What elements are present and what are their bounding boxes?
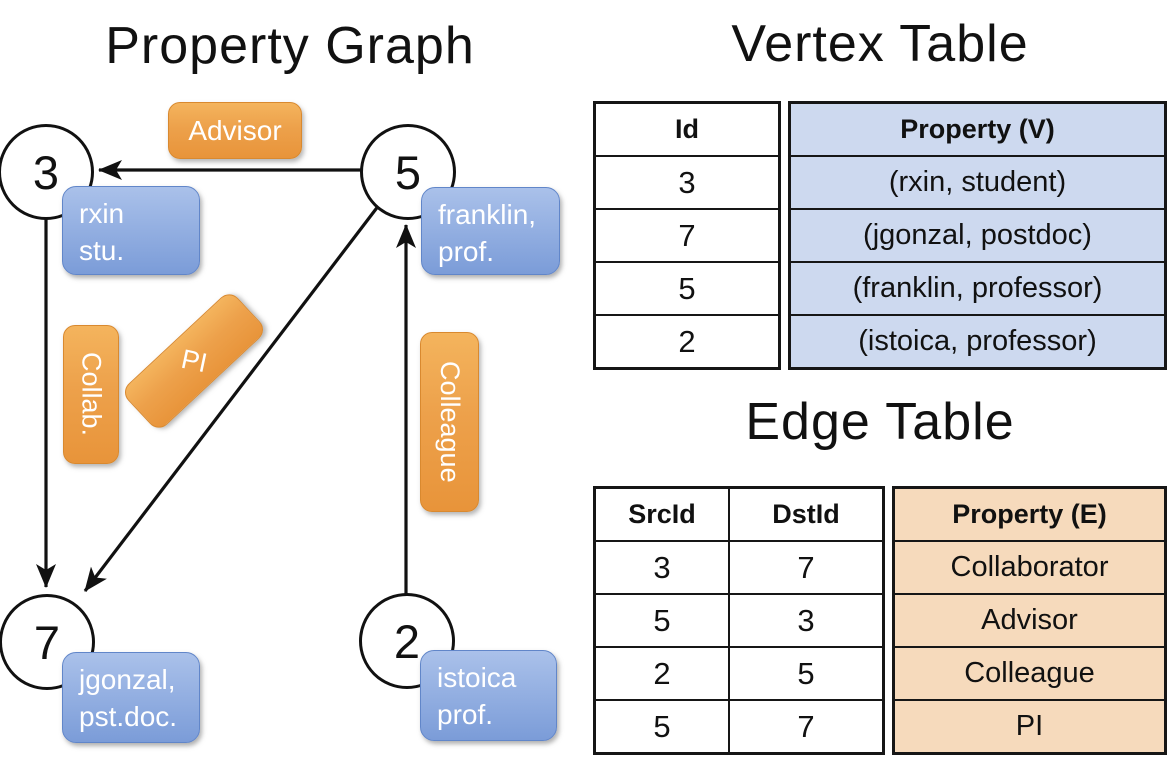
edge-table: SrcId DstId 3 7 5 3 2 5 5 7 Property (E)… <box>593 486 1167 755</box>
table-cell: 5 <box>653 602 671 638</box>
graph-node-2: 2 <box>359 593 455 689</box>
vertex-table: Id 3 7 5 2 Property (V) (rxin, student) … <box>593 101 1167 370</box>
edge-table-header-dstid: DstId <box>728 489 882 540</box>
table-cell: Collaborator <box>895 540 1164 593</box>
vertex-property-line: istoica <box>437 662 517 693</box>
vertex-property-box-jgonzal: jgonzal, pst.doc. <box>62 652 200 743</box>
node-id-label: 3 <box>32 145 60 199</box>
table-cell: 3 <box>596 155 778 208</box>
edge-table-src-dst-columns: SrcId DstId 3 7 5 3 2 5 5 7 <box>593 486 885 755</box>
edge-label-text: Advisor <box>188 114 282 146</box>
table-cell: 3 <box>653 549 671 585</box>
node-id-label: 7 <box>33 615 61 669</box>
table-cell: 2 <box>596 314 778 367</box>
graph-node-5: 5 <box>360 124 456 220</box>
edge-label-text: Collab. <box>76 352 107 437</box>
table-cell: 7 <box>728 542 882 593</box>
vertex-property-line: jgonzal, <box>79 664 176 695</box>
vertex-property-box-franklin: franklin, prof. <box>421 187 560 275</box>
graph-edges-layer <box>36 160 416 594</box>
vertex-property-line: prof. <box>437 698 494 730</box>
node-id-label: 5 <box>394 145 422 199</box>
vertex-table-id-column: Id 3 7 5 2 <box>593 101 781 370</box>
table-cell: 5 <box>728 648 882 699</box>
edge-pi-arrow <box>83 204 381 592</box>
vertex-table-header-id: Id <box>675 114 699 144</box>
edge-table-header-srcid: SrcId <box>628 499 696 529</box>
vertex-table-title: Vertex Table <box>731 15 1029 73</box>
edge-label-advisor: Advisor <box>168 102 302 159</box>
property-graph-title: Property Graph <box>105 17 475 75</box>
vertex-property-box-rxin: rxin stu. <box>62 186 200 275</box>
table-cell: 5 <box>653 708 671 744</box>
vertex-property-box-istoica: istoica prof. <box>420 650 557 741</box>
table-cell: 5 <box>596 261 778 314</box>
vertex-property-line: rxin <box>79 198 125 229</box>
table-cell: 7 <box>596 208 778 261</box>
edge-table-header-property: Property (E) <box>895 489 1164 540</box>
vertex-property-line: stu. <box>79 234 125 266</box>
table-cell: (franklin, professor) <box>791 261 1164 314</box>
table-cell: 3 <box>728 595 882 646</box>
table-cell: 2 <box>653 655 671 691</box>
vertex-property-line: franklin, <box>438 199 537 230</box>
vertex-property-line: prof. <box>438 235 495 267</box>
edge-table-title: Edge Table <box>745 393 1015 451</box>
node-id-label: 2 <box>393 614 421 668</box>
edge-label-colleague: Colleague <box>420 332 479 512</box>
edge-label-text: Colleague <box>435 361 465 483</box>
table-cell: (istoica, professor) <box>791 314 1164 367</box>
edge-label-collab: Collab. <box>63 325 119 464</box>
edge-label-text: PI <box>178 343 210 378</box>
table-cell: PI <box>895 699 1164 752</box>
table-cell: Advisor <box>895 593 1164 646</box>
table-cell: (jgonzal, postdoc) <box>791 208 1164 261</box>
table-cell: 7 <box>728 701 882 752</box>
vertex-table-header-property: Property (V) <box>791 104 1164 155</box>
table-cell: Colleague <box>895 646 1164 699</box>
table-cell: (rxin, student) <box>791 155 1164 208</box>
vertex-table-property-column: Property (V) (rxin, student) (jgonzal, p… <box>788 101 1167 370</box>
edge-table-property-column: Property (E) Collaborator Advisor Collea… <box>892 486 1167 755</box>
vertex-property-line: pst.doc. <box>79 700 178 732</box>
